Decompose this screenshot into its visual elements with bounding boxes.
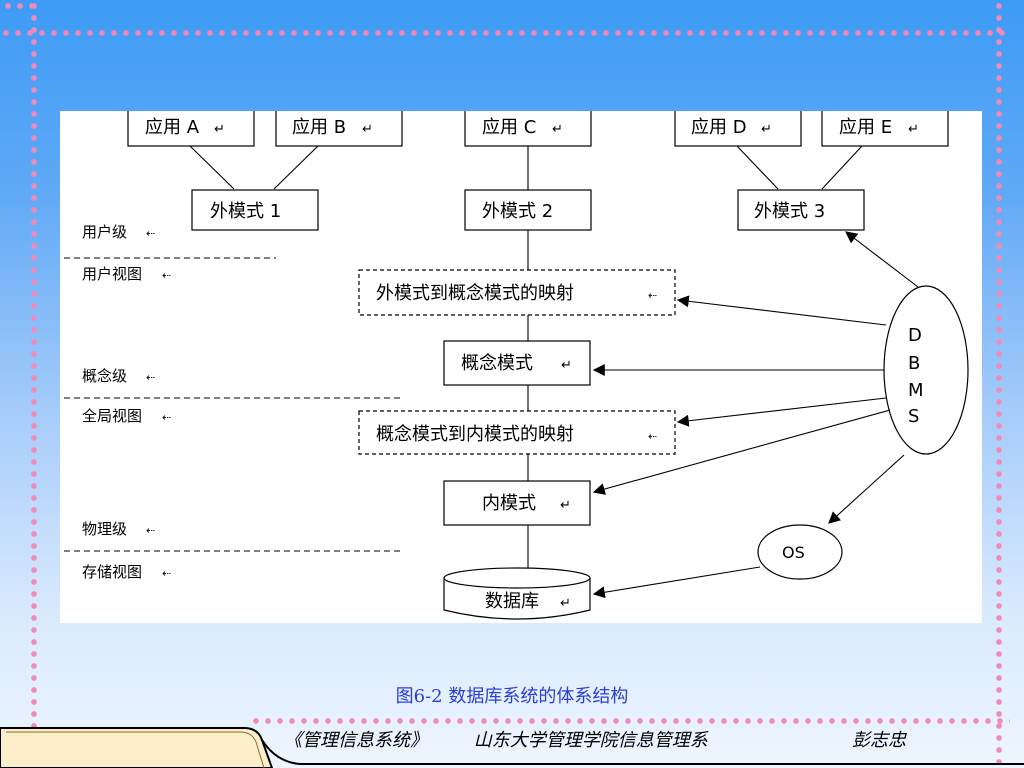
right-dotted-border xyxy=(995,0,1003,768)
app-label-b: 应用 B xyxy=(292,117,346,138)
level-label-user: 用户级 xyxy=(82,223,127,241)
level-mark: ⇠ xyxy=(162,269,171,282)
app-label-e: 应用 E xyxy=(839,117,892,138)
level-mark: ⇠ xyxy=(162,567,171,580)
dbms-letter-d: D xyxy=(908,325,922,346)
mapping-external-conceptual-label: 外模式到概念模式的映射 xyxy=(376,282,574,304)
level-mark: ⇠ xyxy=(146,524,155,537)
level-mark: ⇠ xyxy=(648,430,657,443)
footer-department: 山东大学管理学院信息管理系 xyxy=(473,730,708,751)
app-label-d: 应用 D xyxy=(691,117,747,138)
connector xyxy=(736,145,779,190)
connector xyxy=(189,145,235,190)
arrow-dbms-to-os xyxy=(828,454,905,524)
footer-course: 《管理信息系统》 xyxy=(284,730,428,751)
arrow-dbms-to-mapping-1 xyxy=(676,295,887,326)
app-label-a: 应用 A xyxy=(145,117,200,138)
level-label-global-view: 全局视图 xyxy=(82,407,142,425)
level-label-user-view: 用户视图 xyxy=(82,265,142,283)
return-mark: ↵ xyxy=(560,596,571,611)
return-mark: ↵ xyxy=(560,498,571,513)
dbms-letter-m: M xyxy=(908,380,924,401)
mapping-conceptual-internal: 概念模式到内模式的映射 ⇠ xyxy=(358,410,676,455)
os-label: OS xyxy=(782,543,805,562)
footer-bar xyxy=(0,727,1024,768)
external-schema-label-3: 外模式 3 xyxy=(754,201,825,222)
conceptual-schema-label: 概念模式 xyxy=(461,352,533,374)
database-label: 数据库 xyxy=(485,591,539,612)
mapping-external-conceptual: 外模式到概念模式的映射 ⇠ xyxy=(358,269,676,316)
external-schema-label-2: 外模式 2 xyxy=(482,201,553,222)
connector xyxy=(821,145,863,190)
app-box-d: 应用 D ↵ xyxy=(674,111,802,147)
level-mark: ⇠ xyxy=(162,411,171,424)
footer-course-and-dept: 《管理信息系统》 山东大学管理学院信息管理系 xyxy=(284,726,708,752)
level-mark: ⇠ xyxy=(146,227,155,240)
level-mark: ⇠ xyxy=(648,289,657,302)
dbms-letter-s: S xyxy=(908,406,919,427)
database-cylinder: 数据库 ↵ xyxy=(443,567,591,620)
external-schema-1: 外模式 1 xyxy=(191,189,319,231)
top-dotted-border-short xyxy=(2,2,32,10)
level-label-physical: 物理级 xyxy=(82,520,127,538)
return-mark: ↵ xyxy=(214,122,225,137)
top-dotted-border xyxy=(0,29,1010,37)
external-schema-3: 外模式 3 xyxy=(737,189,865,231)
arrow-dbms-to-external-schema-3 xyxy=(845,231,919,288)
return-mark: ↵ xyxy=(761,122,772,137)
external-schema-2: 外模式 2 xyxy=(464,189,592,231)
return-mark: ↵ xyxy=(552,122,563,137)
conceptual-schema: 概念模式 ↵ xyxy=(443,340,591,386)
os-ellipse: OS xyxy=(757,524,843,580)
architecture-diagram: 应用 A ↵ 应用 B ↵ 应用 C ↵ 应用 D ↵ 应用 E ↵ 外模式 1… xyxy=(60,111,982,623)
internal-schema: 内模式 ↵ xyxy=(443,480,591,526)
arrow-dbms-to-internal xyxy=(592,409,891,495)
internal-schema-label: 内模式 xyxy=(482,493,536,514)
bottom-dotted-border xyxy=(250,717,1010,725)
footer-tab-inner xyxy=(6,731,265,768)
app-label-c: 应用 C xyxy=(482,117,536,138)
connector xyxy=(273,145,319,190)
footer-line xyxy=(261,739,1024,765)
footer-tab xyxy=(0,727,274,768)
arrow-os-to-database xyxy=(592,566,761,599)
level-label-storage-view: 存储视图 xyxy=(82,563,142,581)
app-box-a: 应用 A ↵ xyxy=(127,111,255,147)
return-mark: ↵ xyxy=(561,358,572,373)
level-mark: ⇠ xyxy=(146,371,155,384)
dbms-letter-b: B xyxy=(908,353,920,374)
return-mark: ↵ xyxy=(908,122,919,137)
figure-caption: 图6-2 数据库系统的体系结构 xyxy=(395,686,629,707)
app-box-b: 应用 B ↵ xyxy=(275,111,403,147)
level-label-concept: 概念级 xyxy=(82,367,127,385)
arrow-dbms-to-mapping-2 xyxy=(676,397,887,427)
app-box-c: 应用 C ↵ xyxy=(464,111,592,147)
external-schema-label-1: 外模式 1 xyxy=(210,201,281,222)
footer-author: 彭志忠 xyxy=(852,730,906,751)
return-mark: ↵ xyxy=(362,122,373,137)
app-box-e: 应用 E ↵ xyxy=(821,111,949,147)
mapping-conceptual-internal-label: 概念模式到内模式的映射 xyxy=(376,423,574,445)
left-dotted-border xyxy=(30,0,38,740)
dbms-ellipse: D B M S xyxy=(883,285,969,455)
